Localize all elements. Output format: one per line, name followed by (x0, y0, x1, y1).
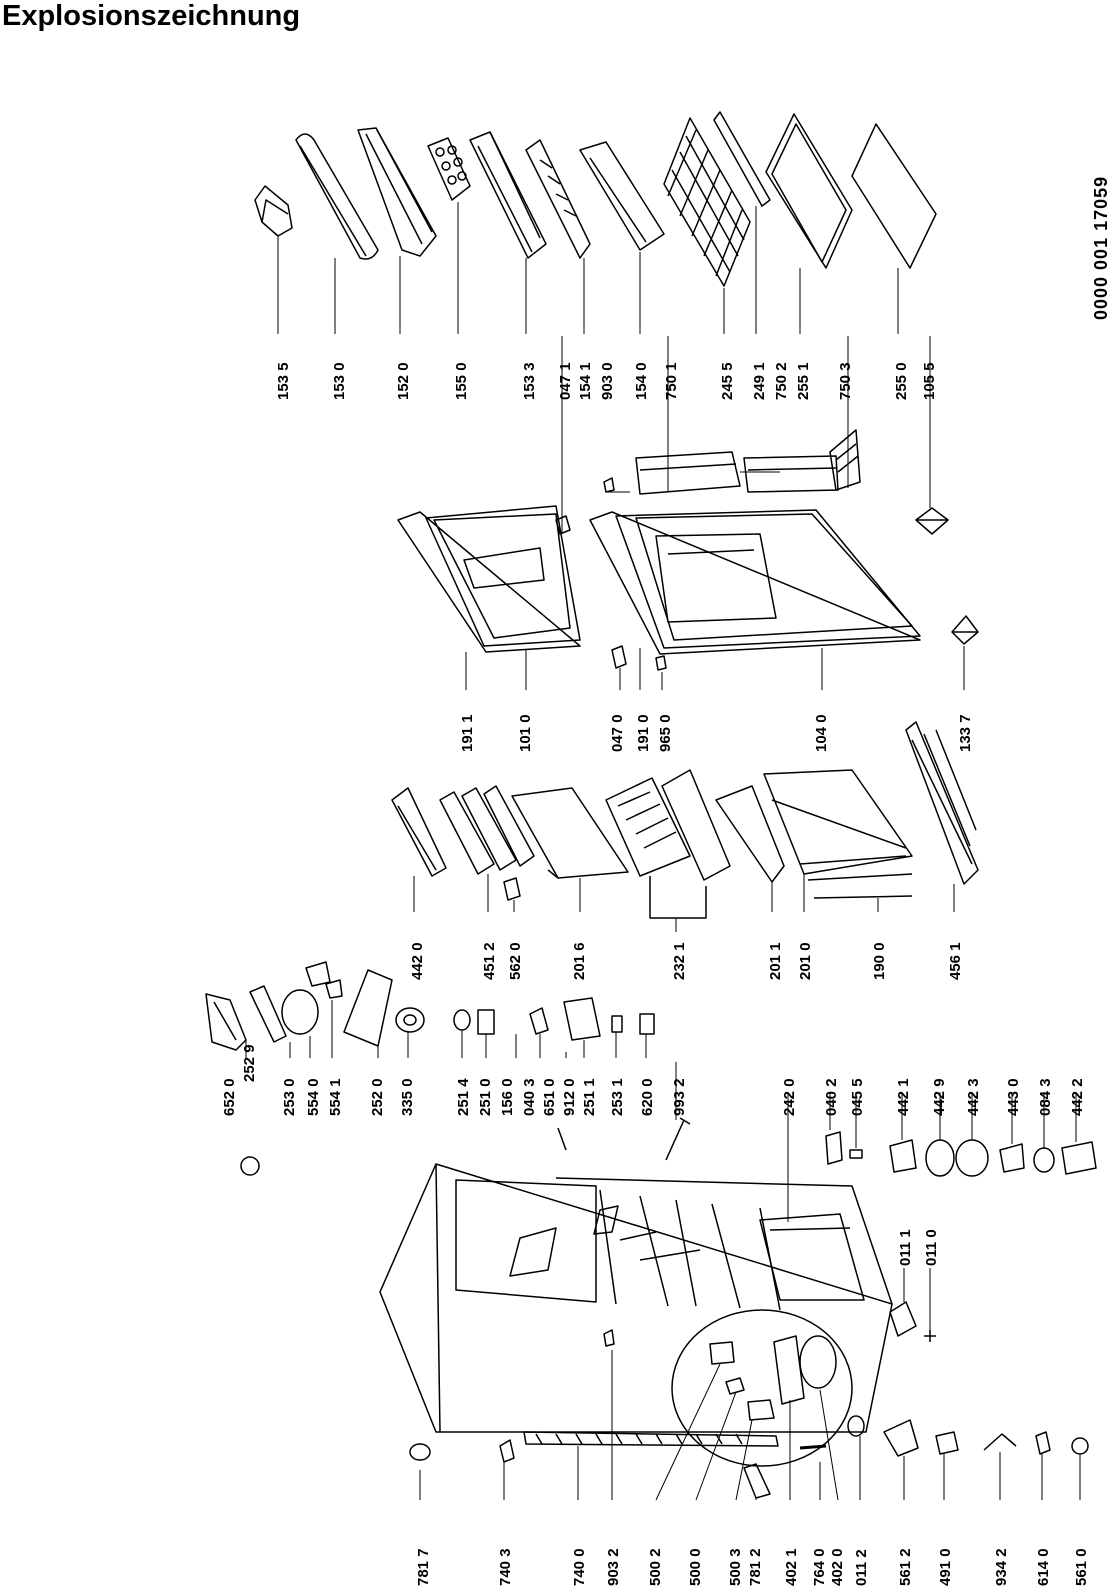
callout-label: 903 2 (605, 1548, 622, 1586)
callout-label: 105 5 (921, 362, 938, 400)
callout-label: 040 3 (521, 1078, 538, 1116)
interior-parts (391, 721, 979, 919)
callout-label: 101 0 (517, 714, 534, 752)
callout-labels: 153 5 153 0 152 0 155 0 153 3 154 1 154 0 245 5… (221, 362, 1090, 1586)
callout-label: 912 0 (561, 1078, 578, 1116)
callout-label: 562 0 (507, 942, 524, 980)
page-title: Explosionszeichnung (2, 0, 301, 32)
callout-label: 255 0 (893, 362, 910, 400)
small-parts (205, 961, 691, 1176)
callout-label: 456 1 (947, 942, 964, 980)
callout-label: 253 1 (609, 1078, 626, 1116)
leader-lines (245, 202, 1081, 1501)
right-parts (409, 1131, 1097, 1499)
callout-label: 500 2 (647, 1548, 664, 1586)
callout-label: 133 7 (957, 714, 974, 752)
callout-label: 156 0 (499, 1078, 516, 1116)
callout-label: 554 0 (305, 1078, 322, 1116)
callout-label: 245 5 (719, 362, 736, 400)
callout-label: 614 0 (1035, 1548, 1052, 1586)
callout-label: 191 0 (635, 714, 652, 752)
callout-label: 154 1 (577, 362, 594, 400)
callout-label: 652 0 (221, 1078, 238, 1116)
callout-label: 993 2 (671, 1078, 688, 1116)
callout-label: 750 2 (773, 362, 790, 400)
callout-label: 047 0 (609, 714, 626, 752)
callout-label: 011 2 (853, 1549, 870, 1586)
callout-label: 153 5 (275, 362, 292, 400)
callout-label: 651 0 (541, 1078, 558, 1116)
callout-label: 442 2 (1069, 1078, 1086, 1116)
callout-label: 242 0 (781, 1078, 798, 1116)
callout-label: 190 0 (871, 942, 888, 980)
callout-label: 045 5 (849, 1078, 866, 1116)
callout-label: 104 0 (813, 714, 830, 752)
door-shelf-parts-row (254, 111, 937, 287)
callout-label: 255 1 (795, 362, 812, 400)
callout-label: 251 1 (581, 1078, 598, 1116)
callout-label: 232 1 (671, 942, 688, 980)
callout-label: 153 0 (331, 362, 348, 400)
callout-label: 740 3 (497, 1548, 514, 1586)
callout-label: 084 3 (1037, 1078, 1054, 1116)
callout-label: 500 3 (727, 1548, 744, 1586)
callout-label: 442 1 (895, 1078, 912, 1116)
callout-label: 201 0 (797, 942, 814, 980)
cabinet-body (379, 1163, 893, 1467)
callout-label: 750 3 (837, 362, 854, 400)
callout-label: 249 1 (751, 362, 768, 400)
callout-label: 561 2 (897, 1548, 914, 1586)
callout-label: 500 0 (687, 1548, 704, 1586)
callout-label: 903 0 (599, 362, 616, 400)
callout-label: 011 1 (897, 1229, 914, 1266)
callout-label: 252 0 (369, 1078, 386, 1116)
callout-label: 251 4 (455, 1078, 472, 1116)
callout-label: 443 0 (1005, 1078, 1022, 1116)
callout-label: 201 1 (767, 942, 784, 980)
callout-label: 201 6 (571, 942, 588, 980)
callout-label: 451 2 (481, 942, 498, 980)
callout-label: 442 3 (965, 1078, 982, 1116)
callout-label: 402 0 (829, 1548, 846, 1586)
callout-label: 047 1 (557, 362, 574, 400)
callout-label: 252 9 (241, 1044, 258, 1082)
callout-label: 251 0 (477, 1078, 494, 1116)
callout-label: 781 2 (747, 1548, 764, 1586)
callout-label: 750 1 (663, 362, 680, 400)
callout-label: 442 0 (409, 942, 426, 980)
callout-label: 191 1 (459, 714, 476, 752)
callout-label: 153 3 (521, 362, 538, 400)
callout-label: 442 9 (931, 1078, 948, 1116)
callout-label: 934 2 (993, 1548, 1010, 1586)
callout-label: 155 0 (453, 362, 470, 400)
callout-label: 040 2 (823, 1078, 840, 1116)
callout-label: 402 1 (783, 1548, 800, 1586)
callout-label: 620 0 (639, 1078, 656, 1116)
door-assemblies (397, 429, 979, 671)
callout-label: 152 0 (395, 362, 412, 400)
callout-label: 561 0 (1073, 1548, 1090, 1586)
callout-label: 154 0 (633, 362, 650, 400)
callout-label: 491 0 (937, 1548, 954, 1586)
callout-label: 335 0 (399, 1078, 416, 1116)
callout-label: 764 0 (811, 1548, 828, 1586)
callout-label: 253 0 (281, 1078, 298, 1116)
callout-label: 554 1 (327, 1078, 344, 1116)
callout-label: 781 7 (415, 1548, 432, 1586)
callout-label: 740 0 (571, 1548, 588, 1586)
callout-label: 965 0 (657, 714, 674, 752)
callout-label: 011 0 (923, 1229, 940, 1266)
